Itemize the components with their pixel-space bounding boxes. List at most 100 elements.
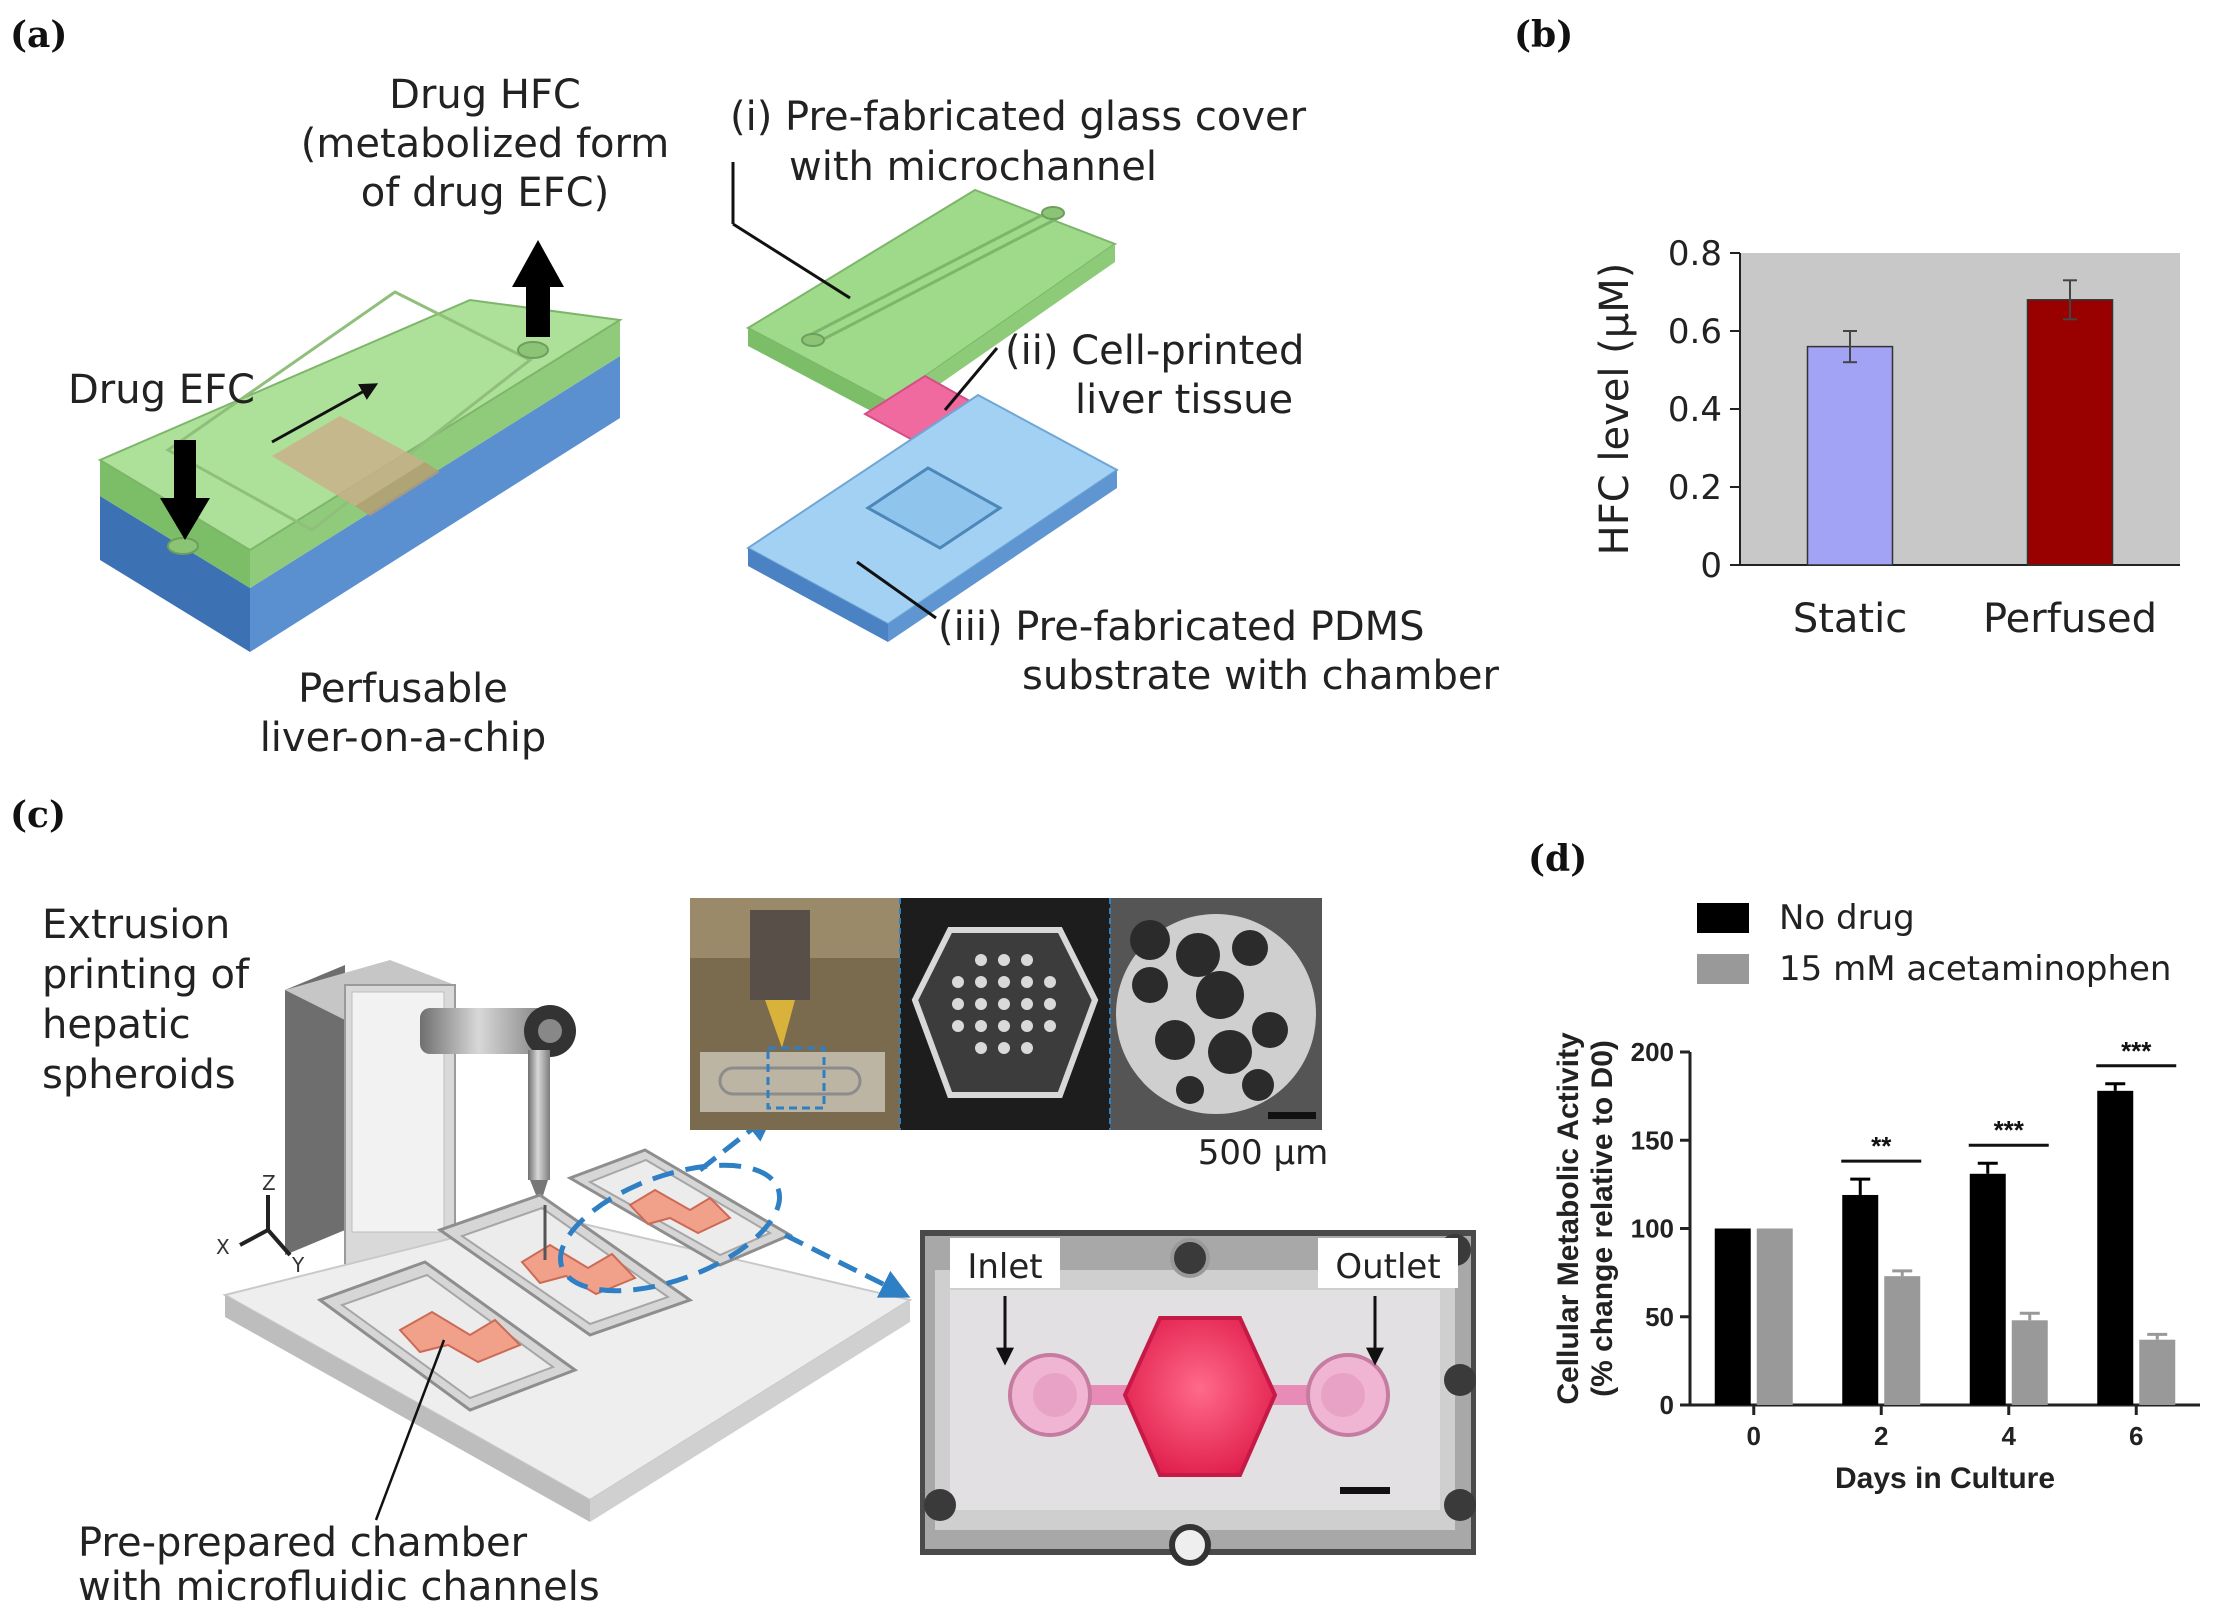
- bar-day-6-series-0: [2097, 1090, 2134, 1405]
- significance-stars: ***: [2121, 1036, 2152, 1066]
- y-tick-label: 200: [1631, 1037, 1674, 1067]
- x-tick-label: 0: [1747, 1421, 1761, 1451]
- well-dot: [1021, 954, 1033, 966]
- leader-iii: [856, 560, 937, 620]
- bar-day-0-series-1: [1756, 1228, 1793, 1405]
- panel-d-letter: (d): [1528, 838, 1587, 880]
- well-dot: [1044, 976, 1056, 988]
- chamber-line-2: with microfluidic channels: [78, 1564, 600, 1610]
- y-tick-label: 0.2: [1668, 468, 1722, 508]
- bar-day-2-series-0: [1842, 1194, 1879, 1405]
- photo-chamber-array: [900, 898, 1110, 1130]
- well-dot: [1044, 1020, 1056, 1032]
- x-tick-label: Perfused: [1983, 596, 2157, 642]
- spheroid: [1232, 930, 1268, 966]
- extrusion-line-4: spheroids: [42, 1052, 236, 1098]
- leader-i-diag: [732, 222, 851, 300]
- well-dot: [998, 998, 1010, 1010]
- x-axis-label: Days in Culture: [1835, 1462, 2055, 1495]
- exploded-chip: [745, 188, 1119, 642]
- axis-y-label: Y: [291, 1253, 305, 1277]
- xyz-axes: Z X Y: [216, 1171, 305, 1277]
- panel-a: Drug HFC (metabolized form of drug EFC) …: [68, 72, 1499, 761]
- axis-x-label: X: [216, 1235, 230, 1259]
- y-axis-label-line-2: (% change relative to D0): [1586, 1040, 1619, 1397]
- panel-c-letter: (c): [10, 794, 66, 836]
- part-iii-line-2: substrate with chamber: [1022, 653, 1499, 699]
- panel-b-letter: (b): [1514, 14, 1573, 56]
- well-dot: [1044, 998, 1056, 1010]
- photo-strip: [690, 898, 1322, 1130]
- legend-swatch: [1697, 954, 1749, 984]
- significance-stars: **: [1871, 1131, 1892, 1161]
- well-dot: [975, 954, 987, 966]
- drug-hfc-line-2: (metabolized form: [301, 121, 669, 167]
- spheroid: [1132, 967, 1168, 1003]
- spheroid: [1196, 971, 1244, 1019]
- spheroid: [1252, 1012, 1288, 1048]
- part-i-line-1: (i) Pre-fabricated glass cover: [730, 94, 1307, 140]
- drug-hfc-line-1: Drug HFC: [389, 72, 581, 118]
- axis-z-label: Z: [262, 1171, 276, 1195]
- spheroid: [1208, 1030, 1252, 1074]
- well-dot: [998, 1042, 1010, 1054]
- y-axis-label: HFC level (μM): [1592, 263, 1638, 556]
- y-tick-label: 0.8: [1668, 234, 1722, 274]
- well-dot: [975, 998, 987, 1010]
- spheroid: [1242, 1069, 1274, 1101]
- y-tick-label: 150: [1631, 1125, 1674, 1155]
- well-dot: [975, 1020, 987, 1032]
- photo-printer-nozzle: [690, 898, 900, 1130]
- y-tick-label: 0: [1700, 546, 1722, 586]
- bar-perfused: [2026, 299, 2114, 566]
- chamber-1: [316, 1260, 579, 1412]
- well-dot: [1021, 976, 1033, 988]
- well-dot: [1021, 998, 1033, 1010]
- scale-bar-label: 500 µm: [1198, 1133, 1328, 1173]
- leader-ii: [943, 347, 999, 411]
- photo-chip: [920, 1230, 1476, 1566]
- print-platform: [222, 1148, 913, 1522]
- panel-c: Extrusion printing of hepatic spheroids …: [42, 898, 1476, 1610]
- extrusion-line-1: Extrusion: [42, 902, 230, 948]
- assembled-chip: [97, 240, 623, 652]
- extrusion-line-2: printing of: [42, 952, 250, 998]
- chip-caption-line-2: liver-on-a-chip: [260, 715, 547, 761]
- chamber-line-1: Pre-prepared chamber: [78, 1520, 528, 1566]
- photo-spheroids: [1110, 898, 1322, 1130]
- spheroid: [1176, 1076, 1204, 1104]
- part-iii-line-1: (iii) Pre-fabricated PDMS: [938, 604, 1425, 650]
- x-tick-label: 4: [2002, 1421, 2017, 1451]
- well-dot: [952, 1020, 964, 1032]
- x-tick-label: 2: [1874, 1421, 1888, 1451]
- well-dot: [1021, 1020, 1033, 1032]
- printer-illustration: [285, 960, 576, 1272]
- well-dot: [952, 976, 964, 988]
- plot-background: [1740, 253, 2180, 565]
- y-axis-label-line-1: Cellular Metabolic Activity: [1552, 1032, 1585, 1405]
- well-dot: [998, 954, 1010, 966]
- well-dot: [1021, 1042, 1033, 1054]
- bar-day-0-series-0: [1714, 1228, 1751, 1405]
- outlet-label: Outlet: [1335, 1247, 1440, 1287]
- significance-stars: ***: [1994, 1115, 2025, 1145]
- legend-swatch: [1697, 903, 1749, 933]
- well-dot: [952, 998, 964, 1010]
- y-tick-label: 0.4: [1668, 390, 1722, 430]
- bar-static: [1806, 345, 1894, 566]
- bar-day-4-series-0: [1969, 1173, 2006, 1405]
- bar-day-6-series-1: [2139, 1339, 2176, 1405]
- callout-ellipse: [557, 1162, 783, 1294]
- legend-label: No drug: [1779, 898, 1915, 938]
- well-dot: [998, 1020, 1010, 1032]
- y-tick-label: 50: [1645, 1302, 1674, 1332]
- part-i-line-2: with microchannel: [789, 144, 1157, 190]
- part-ii-line-2: liver tissue: [1075, 377, 1293, 423]
- y-tick-label: 0.6: [1668, 312, 1722, 352]
- chamber-leader: [374, 1339, 446, 1521]
- spheroid: [1130, 920, 1170, 960]
